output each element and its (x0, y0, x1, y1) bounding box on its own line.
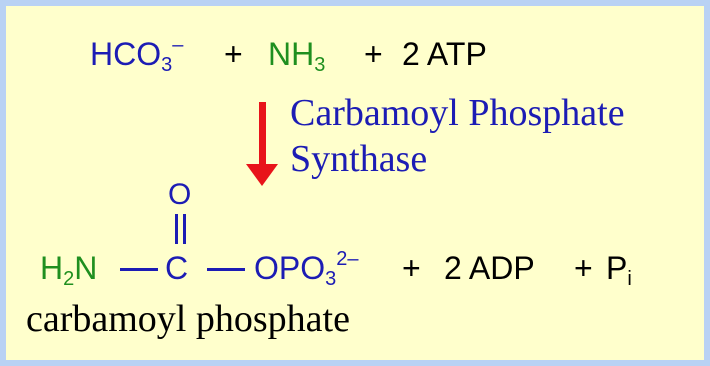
plus-sign: + (574, 250, 593, 286)
reaction-arrow-shaft (259, 102, 266, 170)
bicarbonate-formula: HCO3– (90, 34, 184, 76)
product-name: carbamoyl phosphate (26, 298, 350, 340)
adp-label: 2 ADP (444, 250, 535, 286)
ammonia-formula: NH3 (268, 36, 326, 76)
c-o-bond (207, 268, 245, 271)
reaction-arrow-head (246, 164, 278, 186)
plus-sign: + (224, 36, 243, 72)
inorganic-phosphate: Pi (606, 250, 632, 290)
carbonyl-oxygen: O (168, 178, 192, 211)
enzyme-name-line2: Synthase (290, 138, 428, 180)
amine-group: H2N (40, 250, 98, 290)
carbonyl-carbon: C (165, 250, 189, 286)
n-c-bond (120, 268, 158, 271)
double-bond-left (175, 214, 178, 244)
plus-sign: + (364, 36, 383, 72)
enzyme-name-line1: Carbamoyl Phosphate (290, 92, 625, 134)
atp-label: 2 ATP (402, 36, 487, 72)
phosphate-group: OPO32– (254, 248, 359, 290)
double-bond-right (183, 214, 186, 244)
plus-sign: + (402, 250, 421, 286)
